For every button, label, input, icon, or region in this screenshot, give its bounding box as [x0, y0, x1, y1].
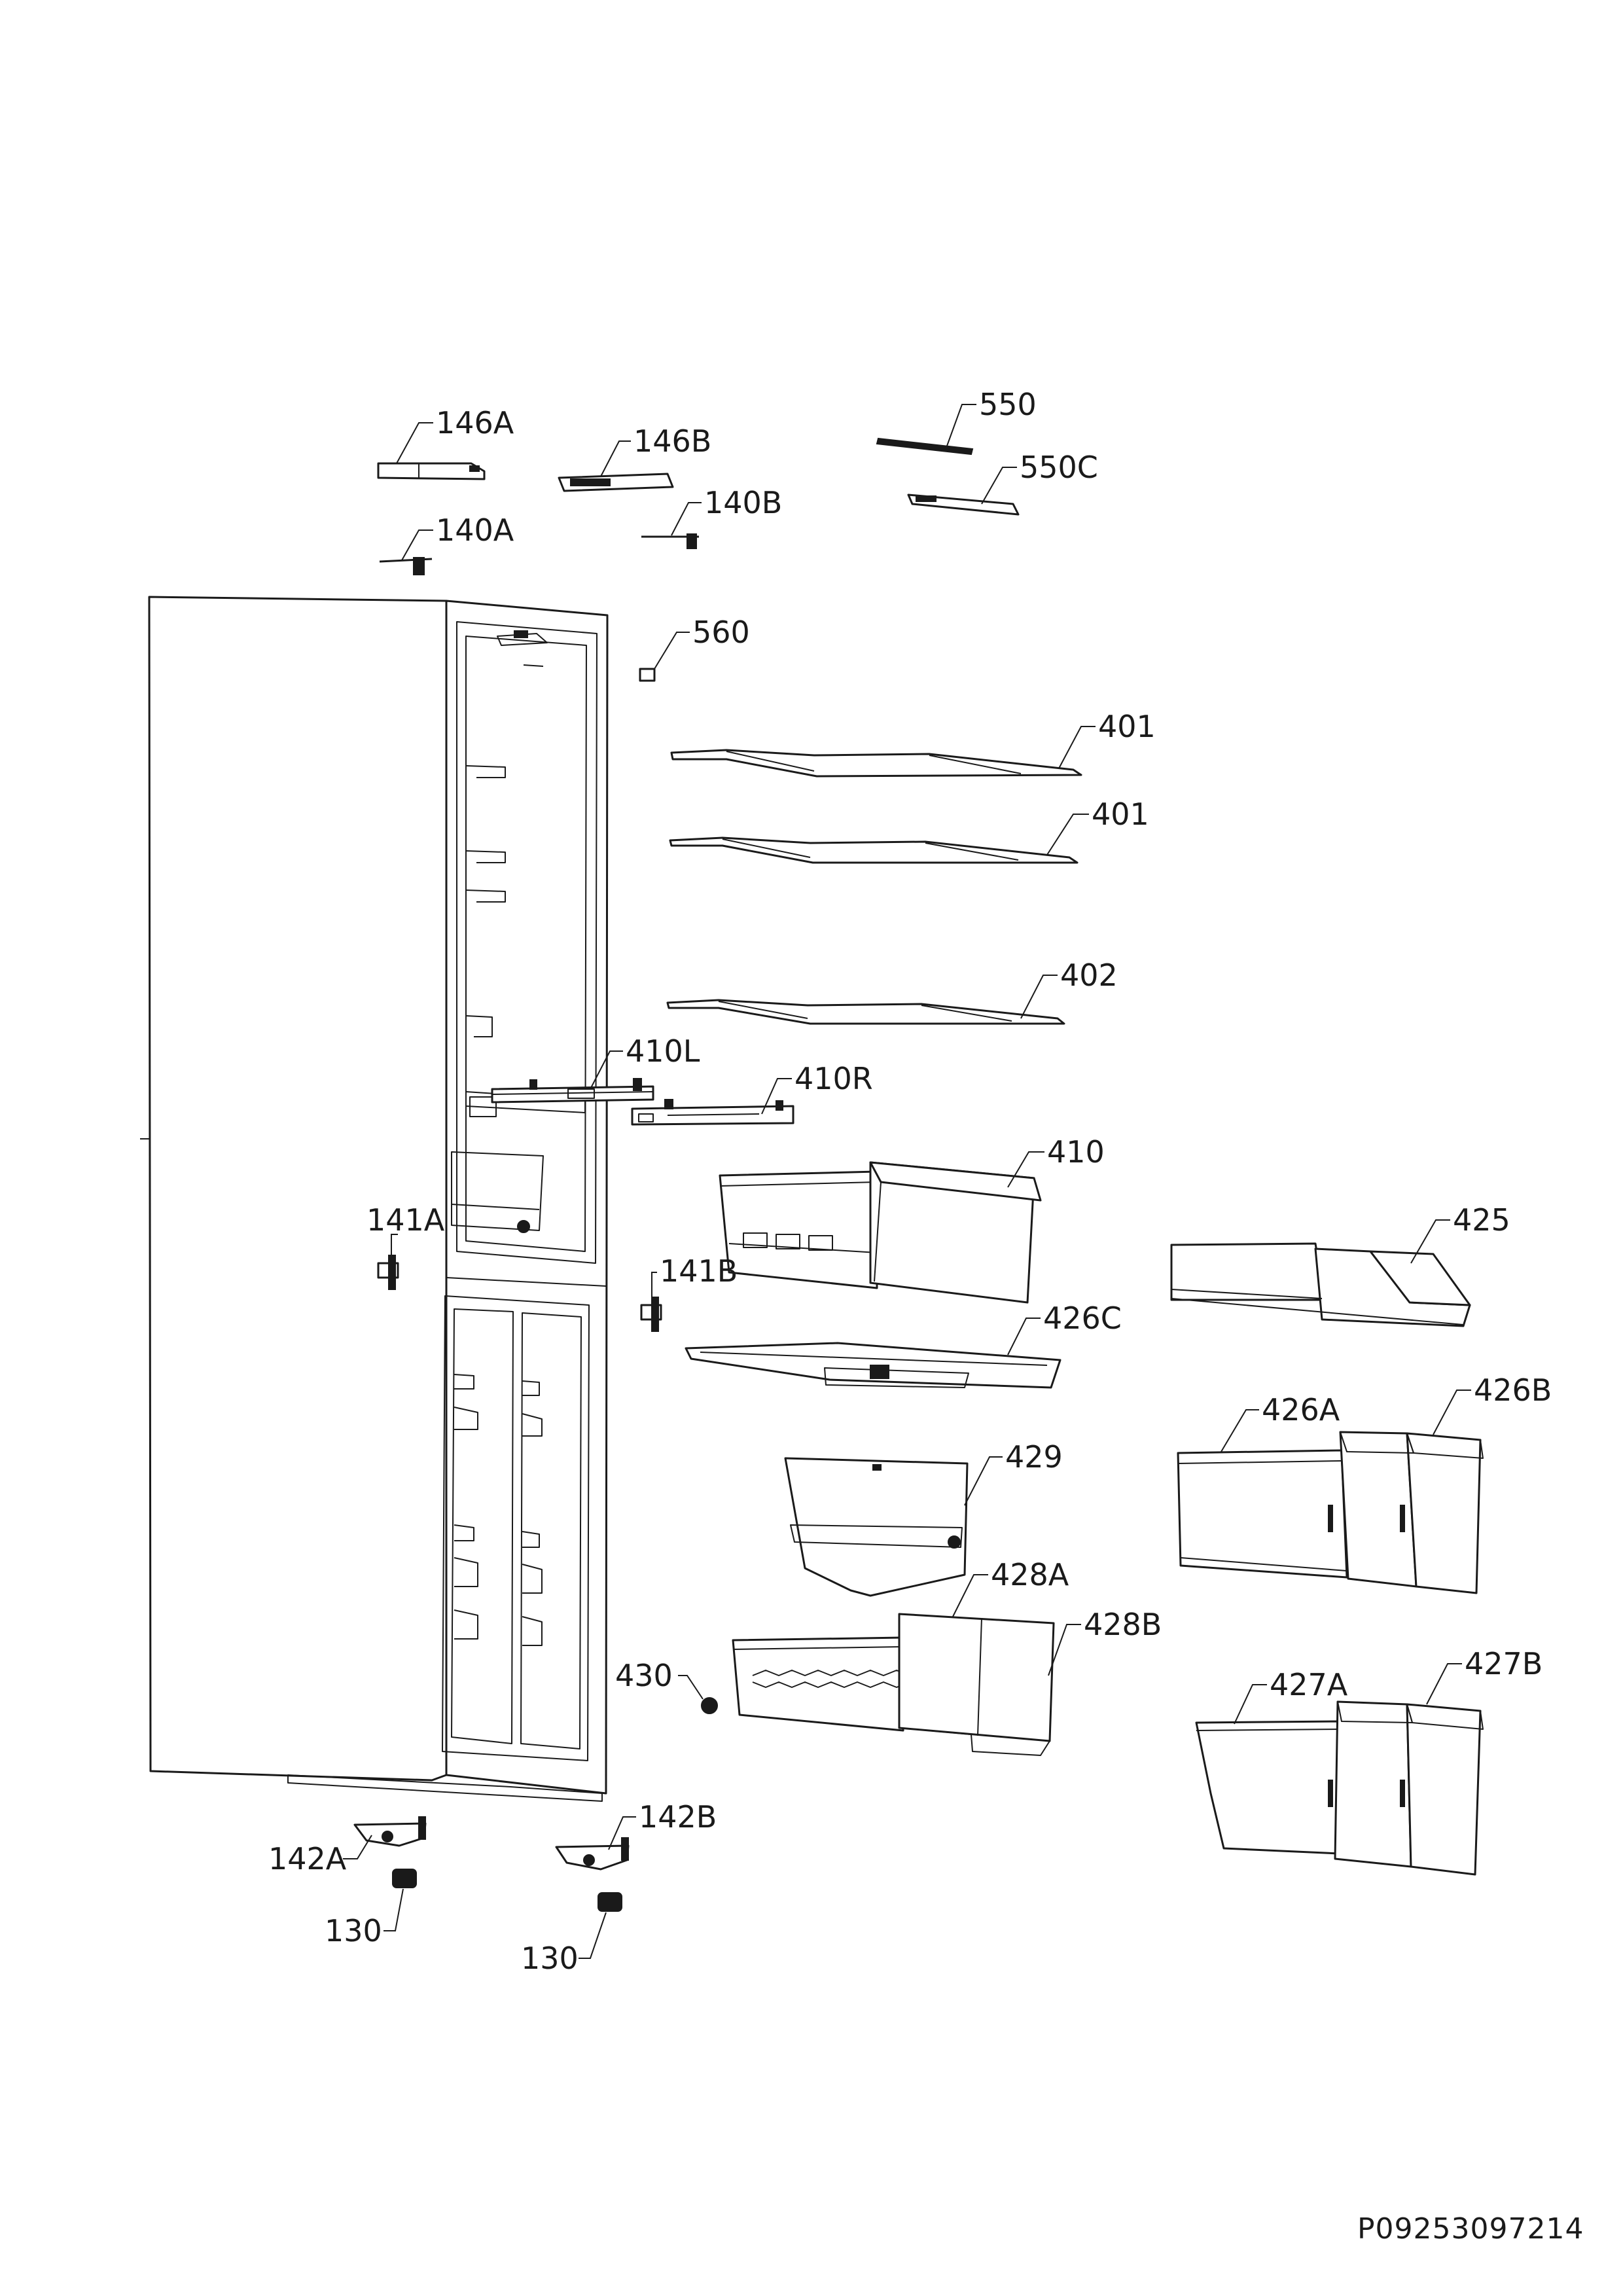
callout-146B: 146B — [633, 423, 711, 459]
callout-402: 402 — [1060, 958, 1118, 993]
drawer-425 — [1170, 1242, 1471, 1327]
hinge-141b — [640, 1297, 662, 1332]
foot-130-right — [597, 1892, 622, 1912]
rail-410r — [631, 1099, 794, 1126]
hinge-142b — [555, 1837, 630, 1871]
callout-146A: 146A — [436, 405, 514, 440]
part-550 — [876, 437, 974, 456]
callout-141A: 141A — [366, 1202, 445, 1238]
drawer-428 — [732, 1613, 1055, 1756]
callout-142A: 142A — [268, 1841, 347, 1876]
callout-428B: 428B — [1084, 1607, 1162, 1642]
callout-550C: 550C — [1020, 450, 1098, 485]
cabinet — [140, 596, 609, 1802]
callout-142B: 142B — [639, 1799, 717, 1835]
part-560 — [639, 668, 656, 682]
drawer-410 — [719, 1161, 1042, 1304]
part-146a — [377, 462, 486, 480]
callout-429: 429 — [1005, 1439, 1063, 1475]
callout-427A: 427A — [1270, 1667, 1348, 1702]
callout-401-lower: 401 — [1092, 797, 1149, 832]
callout-410: 410 — [1047, 1134, 1105, 1170]
part-140a — [379, 557, 433, 575]
shelf-401-lower — [669, 836, 1079, 864]
shelf-401-upper — [670, 749, 1082, 778]
callout-427B: 427B — [1465, 1646, 1543, 1681]
callout-410L: 410L — [626, 1033, 700, 1069]
callout-425: 425 — [1453, 1202, 1510, 1238]
callout-426C: 426C — [1043, 1300, 1122, 1336]
callout-426B: 426B — [1474, 1372, 1552, 1408]
rail-410l — [491, 1078, 654, 1103]
foot-130-left — [392, 1869, 417, 1888]
callout-550: 550 — [979, 387, 1037, 422]
callout-401-upper: 401 — [1098, 709, 1156, 744]
callout-560: 560 — [692, 615, 750, 650]
part-550c — [907, 493, 1020, 516]
shelf-402 — [666, 999, 1065, 1025]
part-146b — [558, 473, 674, 492]
hinge-142a — [353, 1816, 427, 1847]
drawer-426 — [1177, 1431, 1484, 1594]
callout-130-right: 130 — [521, 1941, 579, 1976]
part-140b — [641, 533, 699, 549]
leader-lines — [343, 404, 1471, 1959]
callout-140A: 140A — [436, 512, 514, 548]
callout-428A: 428A — [991, 1557, 1069, 1592]
drawer-427 — [1195, 1700, 1484, 1876]
drawer-429 — [784, 1457, 969, 1597]
callout-141B: 141B — [660, 1253, 738, 1289]
callout-430: 430 — [615, 1658, 673, 1693]
callout-410R: 410R — [794, 1061, 873, 1096]
part-430 — [701, 1697, 718, 1714]
callout-140B: 140B — [704, 485, 782, 520]
hinge-141a — [377, 1255, 399, 1290]
callout-130-left: 130 — [325, 1913, 382, 1948]
drawing-code: P09253097214 — [1357, 2212, 1584, 2246]
shelf-426c — [685, 1342, 1061, 1389]
callout-426A: 426A — [1262, 1392, 1340, 1427]
